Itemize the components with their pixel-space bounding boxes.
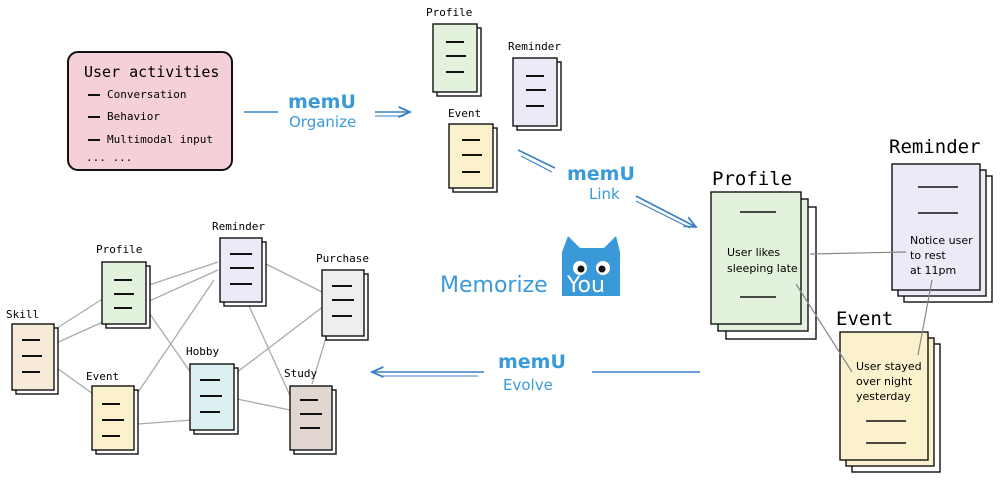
doc-label: Profile [426,6,472,19]
organized-profile-doc: Profile [426,6,482,97]
graph-node-hobby: Hobby [186,345,239,435]
organize-step: memU Organize [244,91,410,131]
linked-profile-doc: Profile User likes sleeping late [710,168,817,340]
memu-logo: memU [288,91,356,113]
event-note-line: over night [856,375,913,388]
profile-note-line: sleeping late [727,262,798,275]
graph-node-event: Event [86,370,139,455]
reminder-note-line: Notice user [910,234,973,247]
activity-item: ... ... [86,151,132,164]
graph-node-skill: Skill [6,308,59,395]
linked-reminder-title: Reminder [889,136,981,158]
evolve-step: memU Evolve [372,351,700,394]
activity-item: Behavior [107,110,160,123]
memu-logo: memU [567,163,635,185]
node-label: Reminder [212,220,265,233]
event-note-line: User stayed [856,360,922,373]
node-label: Study [284,367,317,380]
event-note-line: yesterday [856,390,911,403]
linked-reminder-doc: Reminder Notice user to rest at 11pm [889,136,993,303]
logo-word-memorize: Memorize [440,273,548,298]
doc-label: Event [448,107,481,120]
link-label: Link [589,185,620,203]
cat-icon [562,236,620,296]
linked-event-doc: Event User stayed over night yesterday [836,308,941,473]
graph-node-reminder: Reminder [212,220,267,307]
memu-logo: memU [498,351,566,373]
reminder-note-line: to rest [910,249,946,262]
memorize-you-logo: Memorize You [440,236,620,298]
graph-node-profile: Profile [96,243,151,329]
logo-word-you: You [566,273,605,298]
reminder-note-line: at 11pm [910,264,956,277]
organized-reminder-doc: Reminder [508,40,562,131]
user-activities-title: User activities [84,63,219,81]
node-label: Event [86,370,119,383]
node-label: Hobby [186,345,219,358]
organized-event-doc: Event [448,107,498,193]
graph-node-study: Study [284,367,337,455]
profile-note-line: User likes [727,246,780,259]
organize-label: Organize [289,113,356,131]
link-step: memU Link [517,149,696,229]
activity-item: Multimodal input [107,133,213,146]
link-connectors [795,251,933,373]
doc-label: Reminder [508,40,561,53]
node-label: Skill [6,308,39,321]
graph-node-purchase: Purchase [316,252,369,341]
node-label: Profile [96,243,142,256]
user-activities-panel: User activities Conversation Behavior Mu… [67,51,233,171]
activity-item: Conversation [107,88,186,101]
evolve-label: Evolve [503,376,553,394]
linked-profile-title: Profile [712,168,792,190]
node-label: Purchase [316,252,369,265]
linked-event-title: Event [836,308,893,330]
